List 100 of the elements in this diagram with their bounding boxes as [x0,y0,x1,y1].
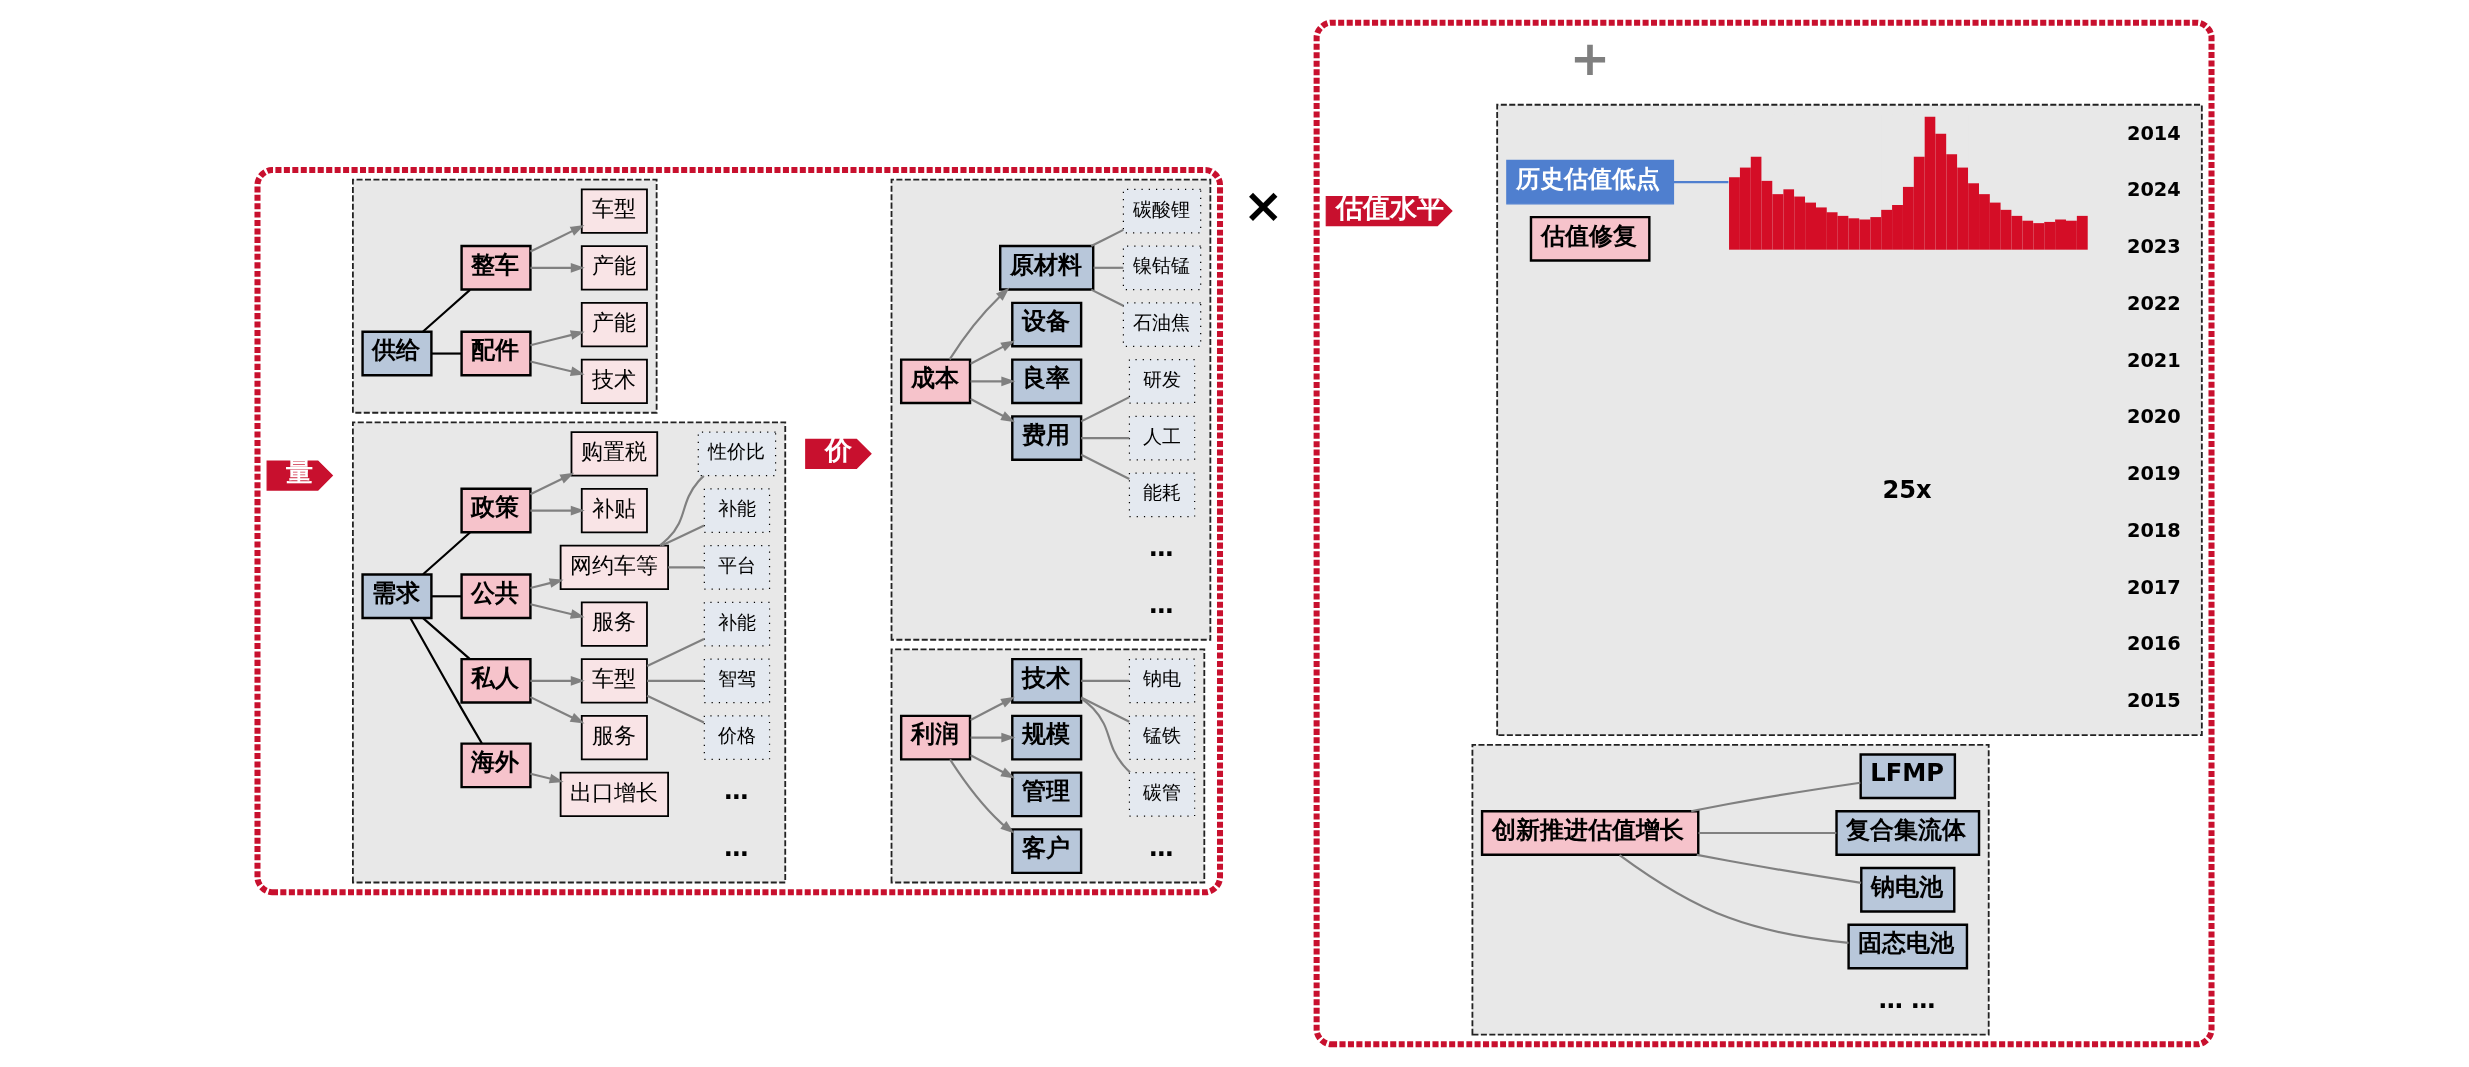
connector [668,566,705,569]
node-box: 车型 [580,658,648,704]
node-box: 管理 [1011,771,1083,818]
node-box: 费用 [1011,415,1083,462]
label: … [724,777,749,806]
arrow [529,225,585,253]
connector [1080,396,1130,423]
node-box: 网约车等 [559,544,669,590]
node-box: 人工 [1128,415,1196,461]
node-box: LFMP [1859,753,1957,800]
node-box: 整车 [460,244,532,291]
connector [1698,831,1837,835]
node-box: 石油焦 [1122,302,1202,347]
connector [431,352,462,355]
node-box: 固态电池 [1847,923,1969,970]
node-box: 设备 [1011,301,1083,348]
node-box: 规模 [1011,714,1083,761]
node-box: 私人 [460,657,532,704]
connector [431,595,462,598]
arrow [530,360,585,377]
connector [1081,437,1130,440]
label: 2020 [2126,405,2181,429]
arrow [530,505,585,516]
node-box: 碳管 [1128,772,1196,817]
connector [1081,679,1130,682]
node-box: 服务 [580,601,648,647]
node-box: 公共 [460,573,532,620]
node-box: 出口增长 [559,771,669,817]
node-box: 原材料 [999,244,1095,291]
node-box: 利润 [899,714,972,761]
arrow [970,398,1015,423]
connector [1080,697,1131,774]
node-box: 创新推进估值增长 [1480,810,1700,856]
cluster [352,421,787,884]
label: × [1242,176,1284,233]
label: 2016 [2126,632,2181,656]
label: 2017 [2126,575,2181,599]
arrow [970,340,1015,365]
node-box: 历史估值低点 [1506,159,1675,205]
arrow [530,578,564,590]
node-box: 技术 [1011,657,1083,704]
arrow [530,772,564,784]
label: … [1149,591,1174,620]
node-box: 研发 [1128,359,1196,404]
node-box: 钠电 [1128,658,1196,704]
node-box: 复合集流体 [1835,810,1981,856]
arrow [970,696,1015,721]
label: 2014 [2126,121,2181,145]
connector [1090,288,1124,307]
node-box: 镍钴锰 [1122,245,1202,291]
arrow [529,472,575,496]
connector [647,679,704,682]
label: … [724,833,749,862]
node-box: 海外 [460,742,532,789]
connector [646,694,705,724]
label: … [1149,833,1174,862]
node-box: 产能 [580,245,648,291]
node-box: 客户 [1011,828,1083,875]
arrow [970,376,1016,387]
node-box: 平台 [703,544,771,590]
connector [1080,696,1130,723]
arrow [948,287,1010,360]
node-box: 能耗 [1128,472,1196,518]
node-box: 购置税 [570,431,659,477]
node-box: 智驾 [703,658,771,704]
node-box: 产能 [580,301,648,348]
arrow [949,758,1015,834]
label: 2024 [2126,178,2181,202]
connector [1090,228,1124,247]
node-box: 价格 [703,715,771,760]
connector [409,617,483,744]
connector [1618,854,1849,944]
cluster [890,648,1206,884]
connector [1673,181,1729,184]
cluster [254,166,1224,896]
label: 2022 [2126,291,2181,315]
cluster [890,178,1212,641]
label: 2015 [2126,689,2181,713]
node-box: 技术 [580,358,648,404]
node-box: 钠电池 [1860,866,1956,913]
node-box: 供给 [361,330,433,377]
node-box: 碳酸锂 [1122,188,1202,234]
connector [1690,781,1861,813]
node-box: 估值修复 [1529,215,1651,262]
node-box: 配件 [460,330,532,377]
node-box: 补贴 [580,487,648,534]
cluster [1313,19,2215,1048]
label: … [1149,534,1174,563]
node-box: 补能 [703,601,771,647]
node-box: 成本 [899,358,972,405]
arrow [530,262,585,273]
connector [422,617,471,660]
node-box: 良率 [1011,358,1083,405]
arrow [530,675,585,686]
node-box: 性价比 [697,431,777,477]
label: 2023 [2126,235,2181,259]
label: 25x [1882,476,1932,505]
cluster [1496,103,2203,737]
connector [1093,266,1124,269]
arrow [530,603,585,619]
